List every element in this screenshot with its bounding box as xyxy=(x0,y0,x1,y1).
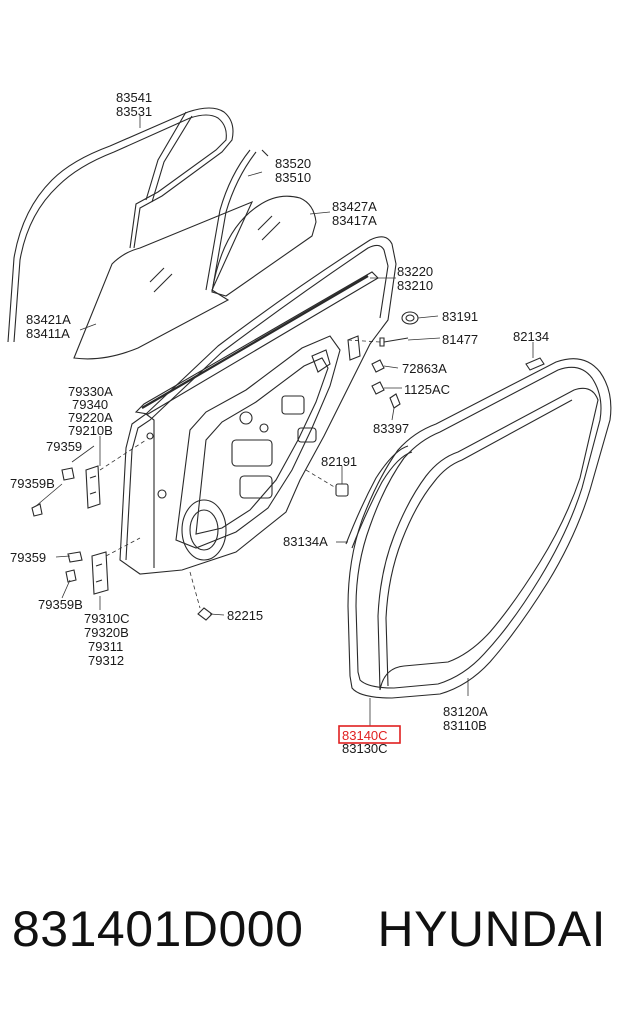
label-83210: 83210 xyxy=(397,278,433,293)
label-79210B: 79210B xyxy=(68,423,113,438)
label-79359B-lower: 79359B xyxy=(38,597,83,612)
door-panel[interactable] xyxy=(119,236,397,575)
label-83531: 83531 xyxy=(116,104,152,119)
label-83417A: 83417A xyxy=(332,213,377,228)
label-83191: 83191 xyxy=(442,309,478,324)
door-weatherstrip-outer[interactable] xyxy=(347,358,612,699)
glass-run-channel[interactable] xyxy=(7,107,234,343)
label-82191: 82191 xyxy=(321,454,357,469)
leader-lines xyxy=(35,116,534,726)
part-number: 831401D000 xyxy=(12,901,304,957)
lower-hinge[interactable] xyxy=(65,551,109,595)
bolt-1125AC[interactable] xyxy=(371,381,385,395)
door-weatherstrip-inner[interactable] xyxy=(377,387,599,691)
brand-name: HYUNDAI xyxy=(377,901,606,957)
label-72863A: 72863A xyxy=(402,361,447,376)
assembly-line-bumper xyxy=(305,469,337,489)
label-79359-upper: 79359 xyxy=(46,439,82,454)
label-83130C: 83130C xyxy=(342,741,388,756)
label-79220A: 79220A xyxy=(68,410,113,425)
label-81477: 81477 xyxy=(442,332,478,347)
assembly-line-bolts xyxy=(347,339,381,343)
parts-diagram: 83541 83531 83520 83510 83427A 83417A 83… xyxy=(7,90,612,756)
label-83541: 83541 xyxy=(116,90,152,105)
label-83140C[interactable]: 83140C xyxy=(342,728,388,743)
door-glass[interactable] xyxy=(73,200,254,360)
label-83120A: 83120A xyxy=(443,704,488,719)
plug-83397[interactable] xyxy=(389,393,401,409)
label-83110B: 83110B xyxy=(443,718,487,733)
label-83220: 83220 xyxy=(397,264,433,279)
label-79312: 79312 xyxy=(88,653,124,668)
small-part-82134[interactable] xyxy=(525,357,545,371)
label-79359-lower: 79359 xyxy=(10,550,46,565)
label-83134A: 83134A xyxy=(283,534,328,549)
small-part-83191[interactable] xyxy=(401,311,419,325)
bolt-81477[interactable] xyxy=(379,337,409,347)
clip-82215[interactable] xyxy=(197,607,213,621)
label-83427A: 83427A xyxy=(332,199,377,214)
label-79320B: 79320B xyxy=(84,625,129,640)
label-83411A: 83411A xyxy=(26,326,70,341)
label-83421A: 83421A xyxy=(26,312,71,327)
label-82215: 82215 xyxy=(227,608,263,623)
seal-strip[interactable] xyxy=(345,445,413,549)
label-1125AC: 1125AC xyxy=(404,382,450,397)
assembly-line-upper-hinge xyxy=(99,439,147,471)
label-79340: 79340 xyxy=(72,397,108,412)
highlight-box xyxy=(338,725,401,744)
label-83510: 83510 xyxy=(275,170,311,185)
label-79330A: 79330A xyxy=(68,384,113,399)
door-sash-channel[interactable] xyxy=(205,149,269,293)
quarter-glass[interactable] xyxy=(211,195,317,297)
footer: 831401D000 HYUNDAI xyxy=(0,900,620,980)
label-82134: 82134 xyxy=(513,329,549,344)
belt-weatherstrip[interactable] xyxy=(134,271,379,415)
label-79359B-upper: 79359B xyxy=(10,476,55,491)
bumper-82191[interactable] xyxy=(335,483,349,497)
label-83520: 83520 xyxy=(275,156,311,171)
label-79310C: 79310C xyxy=(84,611,130,626)
upper-hinge[interactable] xyxy=(31,465,101,517)
label-83397: 83397 xyxy=(373,421,409,436)
assembly-line-clip xyxy=(189,571,201,609)
assembly-line-lower-hinge xyxy=(105,537,141,557)
label-79311: 79311 xyxy=(88,639,123,654)
clip-72863A[interactable] xyxy=(371,359,385,373)
